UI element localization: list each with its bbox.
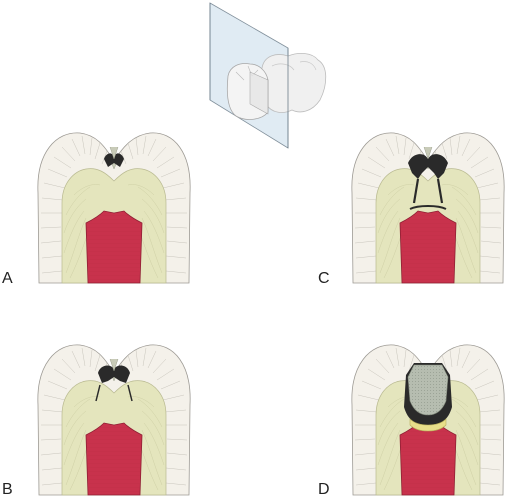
caries-lesion	[408, 154, 448, 179]
panel-label-c: C	[318, 270, 330, 287]
caries-lesion	[98, 365, 130, 383]
reference-3d-view	[209, 2, 327, 149]
panel-d-tooth	[351, 344, 505, 496]
panel-label-b: B	[2, 481, 13, 498]
molar-tooth-3d	[258, 52, 327, 113]
liner	[409, 418, 447, 432]
panel-b-tooth	[37, 344, 191, 496]
panel-a-tooth	[37, 132, 191, 284]
panel-label-d: D	[318, 481, 330, 498]
caries-lesion	[104, 153, 124, 167]
panel-c-tooth	[351, 132, 505, 284]
panel-label-a: A	[2, 270, 13, 287]
